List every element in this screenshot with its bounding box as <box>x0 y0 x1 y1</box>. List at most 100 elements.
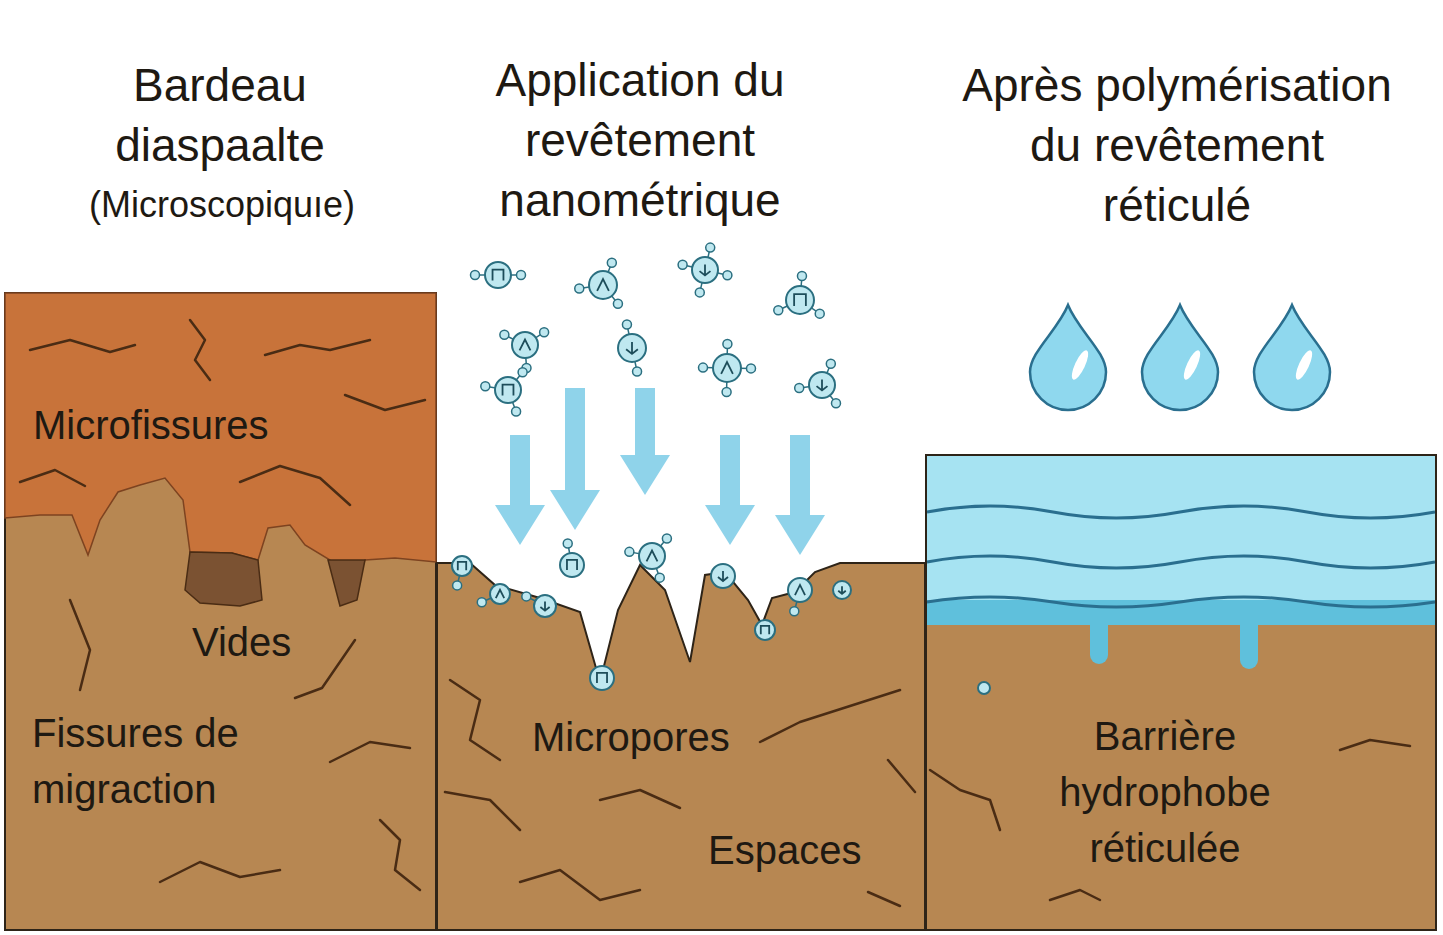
void-pocket <box>328 560 365 606</box>
coated-ground <box>926 455 1436 930</box>
shingle-ground <box>5 293 436 930</box>
molecule-symbol <box>838 586 846 594</box>
crack-lines <box>930 740 1410 900</box>
water-layer <box>927 456 1435 606</box>
molecule-atom <box>831 399 840 408</box>
molecule-symbol <box>540 601 549 610</box>
wave-line <box>927 506 1435 518</box>
part-label: Micropores <box>532 712 792 762</box>
crack <box>930 770 1000 830</box>
molecule <box>522 592 556 617</box>
crack <box>70 600 90 690</box>
panel-heading: Bardeau diaspaalte <box>70 55 370 175</box>
molecule-atom <box>790 607 799 616</box>
molecule-symbol <box>626 342 638 354</box>
down-arrow <box>705 435 755 545</box>
part-label: Espaces <box>708 825 908 875</box>
panel-box: Bardeau diaspaalte(Microscopiquıe)Microf… <box>5 293 436 930</box>
down-arrow <box>495 435 545 545</box>
molecule-core <box>589 271 617 299</box>
crack <box>868 892 900 906</box>
molecule-symbol <box>794 294 806 306</box>
panel-heading: Après polymérisation du revêtement rétic… <box>952 55 1402 235</box>
molecule-atom <box>695 288 704 297</box>
molecule-core <box>512 332 538 358</box>
molecule <box>699 340 756 397</box>
molecule-core <box>452 556 472 576</box>
molecule <box>711 564 735 588</box>
molecule-core <box>786 286 814 314</box>
drop-highlight <box>1181 348 1204 381</box>
molecule-atom <box>512 407 521 416</box>
molecule-core <box>713 354 741 382</box>
molecule-atom <box>722 387 731 396</box>
particle-dot <box>978 682 990 694</box>
molecule-atom <box>723 340 732 349</box>
molecule <box>471 262 526 288</box>
wave-lines <box>927 506 1435 607</box>
molecule-core <box>495 377 521 403</box>
molecule-atom <box>746 364 755 373</box>
part-label: Microfissures <box>33 400 353 450</box>
panel-subheading: (Microscopiquıe) <box>22 180 422 230</box>
molecule-atom <box>723 271 732 280</box>
molecule-symbol <box>718 571 728 581</box>
molecule-core <box>692 257 718 283</box>
molecule-atom <box>518 368 527 377</box>
molecule-atom <box>774 306 783 315</box>
molecule-group <box>452 243 851 690</box>
molecule <box>575 258 623 308</box>
crack <box>760 690 900 742</box>
molecule-atom <box>625 547 634 556</box>
down-arrow <box>550 388 600 530</box>
molecule-symbol <box>597 673 607 683</box>
molecule <box>755 620 775 640</box>
panel-heading: Application du revêtement nanométrique <box>485 50 795 230</box>
molecule-core <box>788 578 812 602</box>
crack <box>520 870 640 900</box>
molecule-symbol <box>700 265 711 276</box>
crack <box>330 742 410 762</box>
crack-lines <box>20 320 425 890</box>
molecule <box>625 534 672 582</box>
panel-box: Après polymérisation du revêtement rétic… <box>926 455 1436 930</box>
molecule-atom <box>481 382 490 391</box>
crack <box>450 680 500 760</box>
molecule-atom <box>662 534 671 543</box>
water-drop <box>1254 305 1330 410</box>
molecule-atom <box>471 271 480 280</box>
crack <box>160 862 280 882</box>
molecule-atom <box>613 299 622 308</box>
crack <box>265 340 370 355</box>
water-drops <box>1030 305 1330 410</box>
molecule-core <box>485 262 511 288</box>
molecule-core <box>711 564 735 588</box>
molecule-core <box>809 372 835 398</box>
part-label: Fissures de migraction <box>32 705 277 817</box>
crack <box>20 470 85 486</box>
molecule-core <box>590 666 614 690</box>
down-arrow <box>775 435 825 555</box>
molecule-atom <box>517 271 526 280</box>
molecule-symbol <box>597 279 609 291</box>
molecule-atom <box>815 309 824 318</box>
molecule-atom <box>607 258 616 267</box>
crack <box>445 792 520 830</box>
molecule-atom <box>795 383 804 392</box>
molecule-core <box>490 584 510 604</box>
molecule-symbol <box>567 560 577 570</box>
molecule <box>678 243 732 297</box>
molecule-atom <box>797 272 806 281</box>
coating-band <box>927 600 1435 625</box>
crack <box>190 320 210 380</box>
crack <box>380 820 420 890</box>
molecule-core <box>560 553 584 577</box>
part-label: Vides <box>192 617 342 667</box>
crack <box>600 790 680 808</box>
flow-arrows <box>495 388 825 555</box>
coating-drip <box>1240 624 1258 669</box>
molecule <box>481 368 527 416</box>
molecule-atom <box>563 539 572 548</box>
molecule-symbol <box>458 562 466 570</box>
